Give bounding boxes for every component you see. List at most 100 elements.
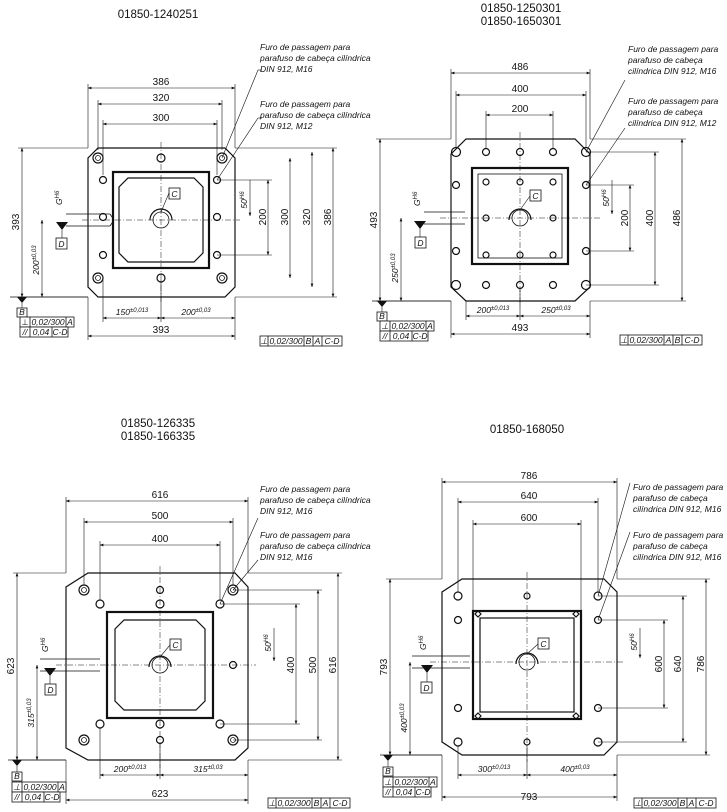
- svg-text:⊥: ⊥: [13, 782, 20, 792]
- datum-C: C: [171, 189, 178, 199]
- svg-text:Furo de passagem para: Furo de passagem para: [260, 530, 351, 540]
- svg-text:623: 623: [6, 657, 17, 674]
- svg-text:cilíndrica DIN 912, M16: cilíndrica DIN 912, M16: [633, 552, 722, 562]
- svg-text:C: C: [540, 639, 547, 649]
- svg-text:C: C: [172, 640, 179, 650]
- svg-text:⊥: ⊥: [634, 798, 641, 808]
- dim-right-386: 386: [323, 208, 334, 225]
- svg-text:parafuso de cabeça cilíndrica: parafuso de cabeça cilíndrica: [259, 53, 371, 63]
- svg-text:C-D: C-D: [698, 798, 713, 808]
- svg-text:DIN 912, M12: DIN 912, M12: [260, 121, 313, 131]
- svg-text:DIN 912, M16: DIN 912, M16: [260, 552, 313, 562]
- svg-text:400±0,03: 400±0,03: [560, 764, 590, 774]
- view-01850-1240251: 01850-1240251: [10, 9, 371, 347]
- svg-text:0,02/300: 0,02/300: [277, 798, 310, 808]
- svg-text:640: 640: [521, 491, 538, 502]
- svg-text:parafuso de cabeça: parafuso de cabeça: [627, 107, 703, 117]
- view-01850-168050: 01850-168050 786 640 600: [379, 424, 724, 809]
- dim-top-386: 386: [153, 77, 170, 88]
- svg-text:⊥: ⊥: [620, 335, 627, 345]
- callout-notes: Furo de passagem para parafuso de cabeça…: [259, 42, 371, 131]
- view-01850-1250301: 01850-1250301 01850-1650301: [369, 3, 719, 346]
- svg-text:B: B: [675, 335, 681, 345]
- svg-text:640: 640: [673, 655, 684, 672]
- svg-text:01850-126335: 01850-126335: [121, 418, 195, 430]
- svg-text:400±0,03: 400±0,03: [399, 703, 409, 733]
- svg-text:⊥: ⊥: [381, 321, 388, 331]
- svg-text:50H6: 50H6: [601, 189, 611, 207]
- svg-text:B: B: [314, 798, 320, 808]
- svg-text:0,02/300: 0,02/300: [643, 798, 676, 808]
- svg-text:200±0,03: 200±0,03: [180, 307, 211, 317]
- svg-text:parafuso de cabeça: parafuso de cabeça: [632, 541, 708, 551]
- svg-text:01850-1650301: 01850-1650301: [481, 16, 562, 28]
- dim-left-393: 393: [11, 213, 22, 230]
- svg-text:0,04: 0,04: [25, 792, 42, 802]
- svg-text:616: 616: [152, 490, 169, 501]
- svg-text:B: B: [306, 336, 312, 346]
- svg-text:150±0,013: 150±0,013: [116, 307, 149, 317]
- svg-text://: //: [14, 792, 21, 802]
- svg-text:793: 793: [521, 792, 538, 803]
- svg-text:⊥: ⊥: [260, 336, 267, 346]
- svg-text:Furo de passagem para: Furo de passagem para: [628, 96, 719, 106]
- svg-text:01850-168050: 01850-168050: [490, 424, 564, 436]
- svg-text:C-D: C-D: [684, 335, 699, 345]
- svg-text:A: A: [314, 336, 321, 346]
- svg-text:D: D: [47, 685, 53, 695]
- dim-right-200: 200: [258, 208, 269, 225]
- svg-text:0,04: 0,04: [33, 327, 50, 337]
- svg-text:C-D: C-D: [415, 787, 430, 797]
- svg-text:01850-166335: 01850-166335: [121, 431, 195, 443]
- svg-text:200±0,03: 200±0,03: [31, 245, 41, 276]
- dim-right-300: 300: [280, 208, 291, 225]
- svg-text:GH6: GH6: [54, 190, 64, 205]
- part-number-title: 01850-1240251: [118, 9, 199, 21]
- svg-text:parafuso de cabeça: parafuso de cabeça: [627, 55, 703, 65]
- svg-text://: //: [385, 787, 392, 797]
- svg-text:500: 500: [308, 656, 319, 673]
- svg-text:200: 200: [620, 209, 631, 226]
- svg-text:A: A: [58, 782, 65, 792]
- svg-text:B: B: [14, 771, 20, 781]
- svg-text:786: 786: [521, 471, 538, 482]
- dim-right-320: 320: [302, 208, 313, 225]
- svg-text:400: 400: [645, 209, 656, 226]
- svg-text:616: 616: [328, 656, 339, 673]
- svg-text:⊥: ⊥: [384, 777, 391, 787]
- svg-text:A: A: [688, 798, 695, 808]
- view-01850-126335: 01850-126335 01850-166335 616 500 400: [6, 418, 371, 809]
- svg-text:D: D: [417, 238, 423, 248]
- dim-top-320: 320: [153, 93, 170, 104]
- svg-text:A: A: [426, 321, 433, 331]
- svg-text:300±0,013: 300±0,013: [478, 764, 511, 774]
- svg-text:493: 493: [512, 323, 529, 334]
- svg-text:0,02/300: 0,02/300: [23, 782, 56, 792]
- svg-text:DIN 912, M16: DIN 912, M16: [260, 64, 313, 74]
- svg-text:400: 400: [512, 84, 529, 95]
- svg-text:0,02/300: 0,02/300: [391, 321, 424, 331]
- svg-text:486: 486: [672, 209, 683, 226]
- svg-text:cilíndrica DIN 912, M16: cilíndrica DIN 912, M16: [633, 504, 722, 514]
- svg-text:500: 500: [152, 511, 169, 522]
- svg-text:C-D: C-D: [324, 336, 339, 346]
- svg-text:0,04: 0,04: [396, 787, 413, 797]
- tolerance-frame-right: ⊥ 0,02/300 B A C-D: [259, 335, 343, 347]
- svg-text:600: 600: [654, 655, 665, 672]
- svg-text:400: 400: [152, 534, 169, 545]
- svg-text://: //: [382, 331, 389, 341]
- svg-text:315±0,03: 315±0,03: [26, 698, 36, 728]
- svg-text:50H6: 50H6: [629, 633, 639, 651]
- svg-text:cilíndrica DIN 912, M12: cilíndrica DIN 912, M12: [628, 118, 717, 128]
- svg-text:0,02/300: 0,02/300: [394, 777, 427, 787]
- svg-text:B: B: [680, 798, 686, 808]
- svg-text:793: 793: [379, 658, 390, 675]
- dim-top-300: 300: [153, 113, 170, 124]
- svg-text:B: B: [385, 766, 391, 776]
- svg-text:315±0,03: 315±0,03: [193, 764, 223, 774]
- svg-text:A: A: [665, 335, 672, 345]
- svg-text:⊥: ⊥: [268, 798, 275, 808]
- svg-text:250±0,03: 250±0,03: [540, 305, 571, 315]
- svg-text:Furo de passagem para: Furo de passagem para: [628, 44, 719, 54]
